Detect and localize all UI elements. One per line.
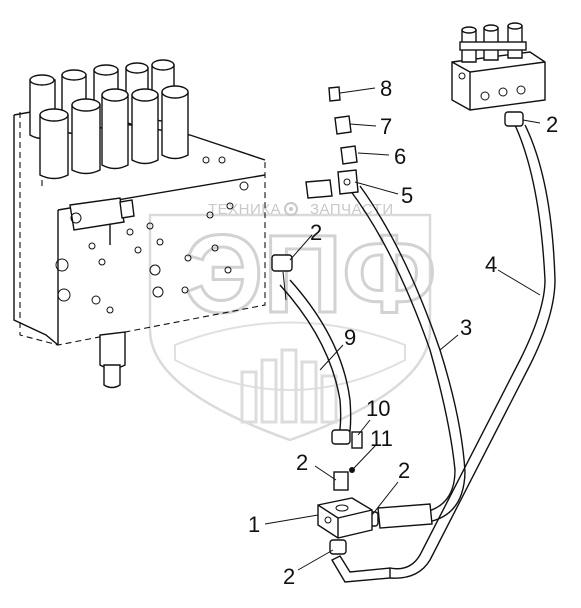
watermark-wheat-icon [240,348,338,424]
part-6-adapter [340,145,358,165]
callout-7: 7 [380,114,392,139]
callout-9: 9 [344,325,356,350]
fitting-2-block-bottom [329,539,391,583]
watermark-shield [148,213,432,442]
fitting-2-distributor [504,111,524,127]
distributor-block [451,22,546,111]
callout-6: 6 [394,144,406,169]
callout-2-block-top: 2 [296,450,308,475]
leader-lines [264,87,541,571]
hose-9-end [331,429,351,445]
callout-4: 4 [485,252,497,277]
valve-spools [29,59,189,180]
watermark-brand-left: ТЕХНИКА [208,201,281,218]
callouts: 8 7 6 5 2 2 4 3 9 10 11 2 2 1 2 [248,76,558,589]
part-7-nut [334,115,352,135]
watermark-shield-inner [174,321,406,391]
callout-1: 1 [248,512,260,537]
callout-8: 8 [380,76,392,101]
gear-icon [284,202,298,216]
callout-2-block-bottom: 2 [283,564,295,589]
hose-3 [349,185,466,523]
hose-9 [279,279,352,443]
hose-4 [389,124,556,579]
callout-2-valve: 2 [310,220,322,245]
control-valve-block [13,59,266,389]
callout-10: 10 [366,396,390,421]
callout-5: 5 [401,183,413,208]
fitting-2-valve [271,254,293,301]
block-1 [317,497,373,539]
callout-11: 11 [370,426,393,451]
valve-ports [55,156,249,314]
valve-side-fitting [69,197,135,231]
part-8-plug [328,86,341,102]
watermark-logo-letters: ЭПФ [185,213,436,336]
callout-2-distributor: 2 [546,112,558,137]
part-11-washer [349,467,355,473]
fitting-2-block-top [333,471,349,491]
tee-fitting-5 [305,169,359,199]
callout-3: 3 [460,315,472,340]
part-10-bolt [351,431,363,449]
valve-shaft [99,331,126,389]
callout-2-block-right: 2 [398,458,410,483]
watermark: ТЕХНИКА ЗАПЧАСТИ ЭПФ [148,201,438,442]
